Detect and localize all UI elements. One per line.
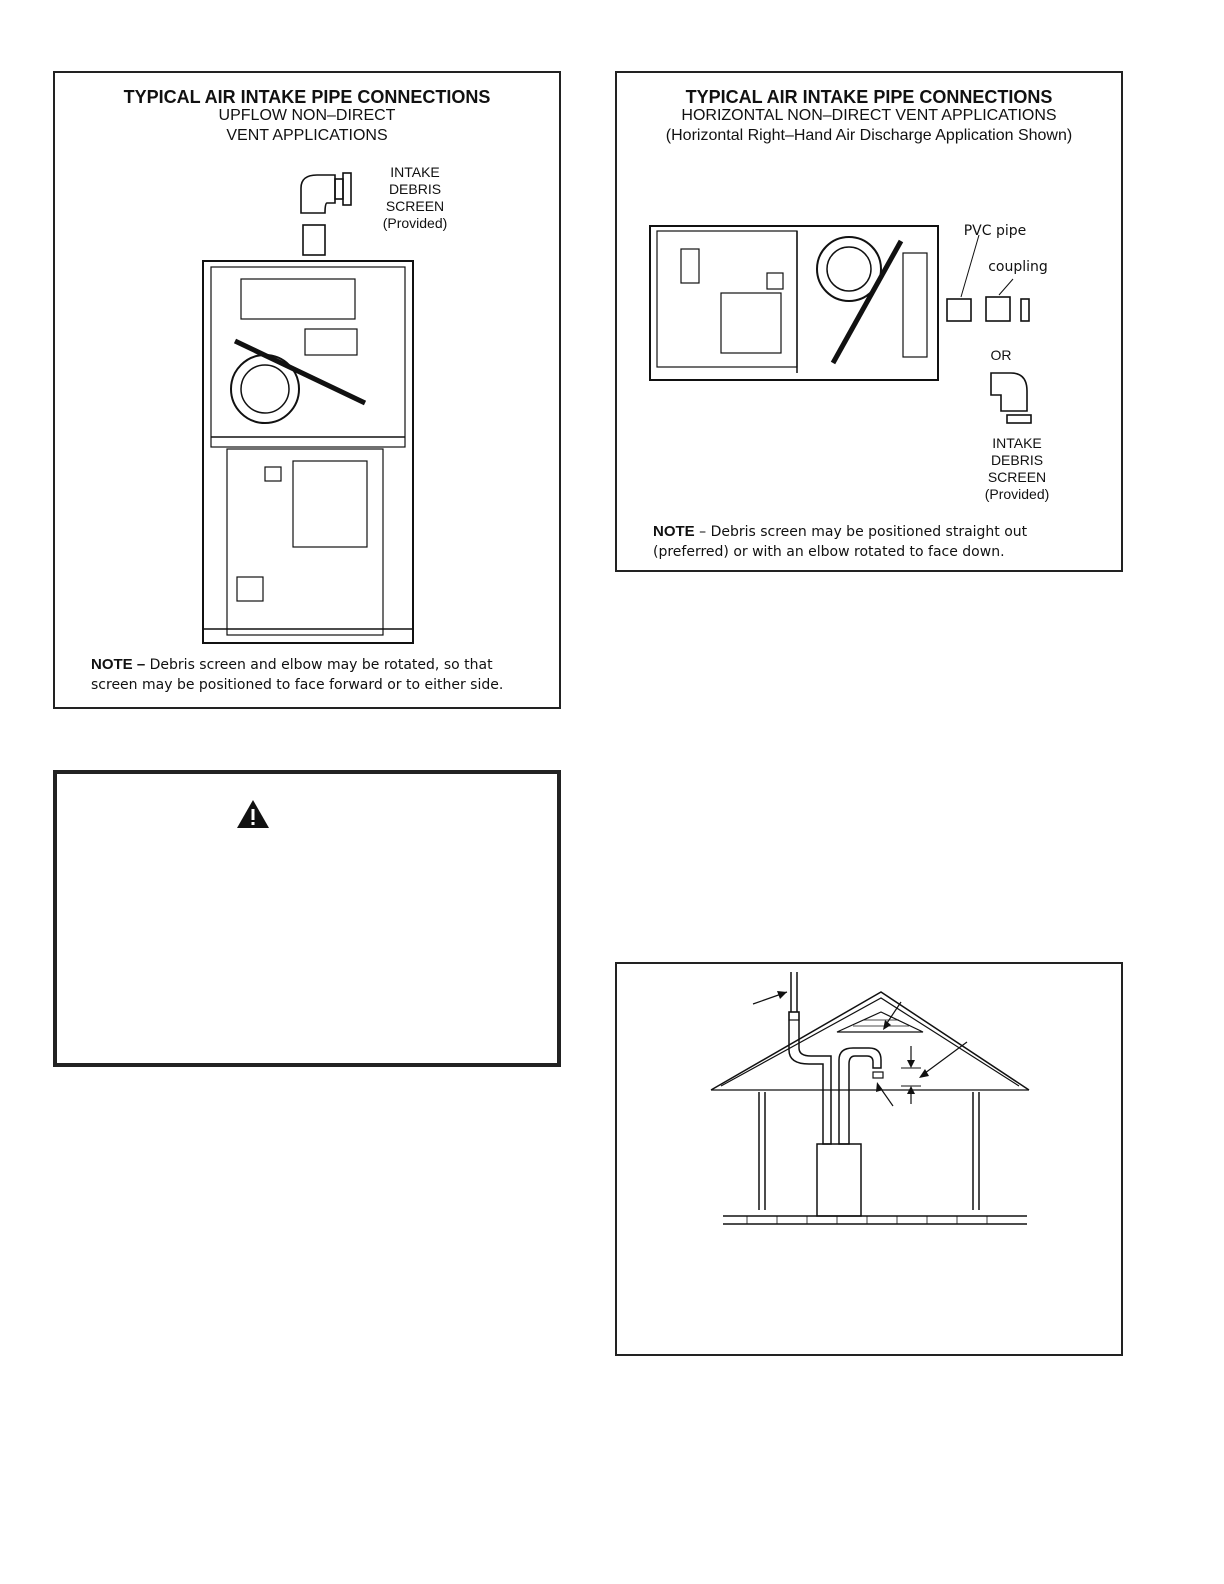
horizontal-figure-subtitle-2: (Horizontal Right–Hand Air Discharge App…	[665, 127, 1073, 144]
upflow-figure-note: NOTE – Debris screen and elbow may be ro…	[91, 655, 551, 695]
or-label: OR	[990, 347, 1012, 363]
horizontal-intake-screen-label: INTAKE DEBRIS SCREEN (Provided)	[967, 435, 1067, 503]
label-line: DEBRIS	[388, 181, 442, 197]
upflow-furnace-illustration	[202, 260, 414, 644]
attic-venting-illustration	[710, 972, 1030, 1225]
horizontal-figure-panel: TYPICAL AIR INTAKE PIPE CONNECTIONS HORI…	[615, 71, 1123, 572]
upflow-figure-title: TYPICAL AIR INTAKE PIPE CONNECTIONS	[123, 87, 491, 107]
label-line: DEBRIS	[990, 452, 1044, 468]
horizontal-furnace-illustration	[649, 225, 1032, 424]
horizontal-figure-title: TYPICAL AIR INTAKE PIPE CONNECTIONS	[685, 87, 1053, 107]
note-label: NOTE	[653, 523, 695, 540]
label-line: (Provided)	[984, 486, 1050, 502]
label-line: INTAKE	[992, 435, 1042, 451]
upflow-figure-panel: TYPICAL AIR INTAKE PIPE CONNECTIONS UPFL…	[53, 71, 561, 709]
label-line: (Provided)	[382, 215, 448, 231]
warning-box	[53, 770, 561, 1067]
label-line: SCREEN	[987, 469, 1047, 485]
note-text: screen may be positioned to face forward…	[91, 677, 504, 693]
attic-venting-figure-panel	[615, 962, 1123, 1356]
coupling-label: coupling	[988, 259, 1048, 275]
upflow-figure-subtitle-1: UPFLOW NON–DIRECT	[218, 107, 396, 124]
horizontal-figure-subtitle-1: HORIZONTAL NON–DIRECT VENT APPLICATIONS	[681, 107, 1057, 124]
upflow-elbow-illustration	[300, 172, 352, 256]
pvc-pipe-label: PVC pipe	[963, 223, 1027, 239]
note-text: – Debris screen may be positioned straig…	[694, 524, 1028, 540]
upflow-intake-screen-label: INTAKE DEBRIS SCREEN (Provided)	[365, 164, 465, 232]
note-text: Debris screen and elbow may be rotated, …	[145, 657, 493, 673]
upflow-figure-subtitle-2: VENT APPLICATIONS	[226, 127, 388, 144]
note-text: (preferred) or with an elbow rotated to …	[653, 544, 1005, 560]
label-line: INTAKE	[390, 164, 440, 180]
horizontal-figure-note: NOTE – Debris screen may be positioned s…	[653, 522, 1113, 562]
warning-triangle-icon	[237, 800, 269, 828]
label-line: SCREEN	[385, 198, 445, 214]
note-label: NOTE –	[91, 656, 146, 673]
